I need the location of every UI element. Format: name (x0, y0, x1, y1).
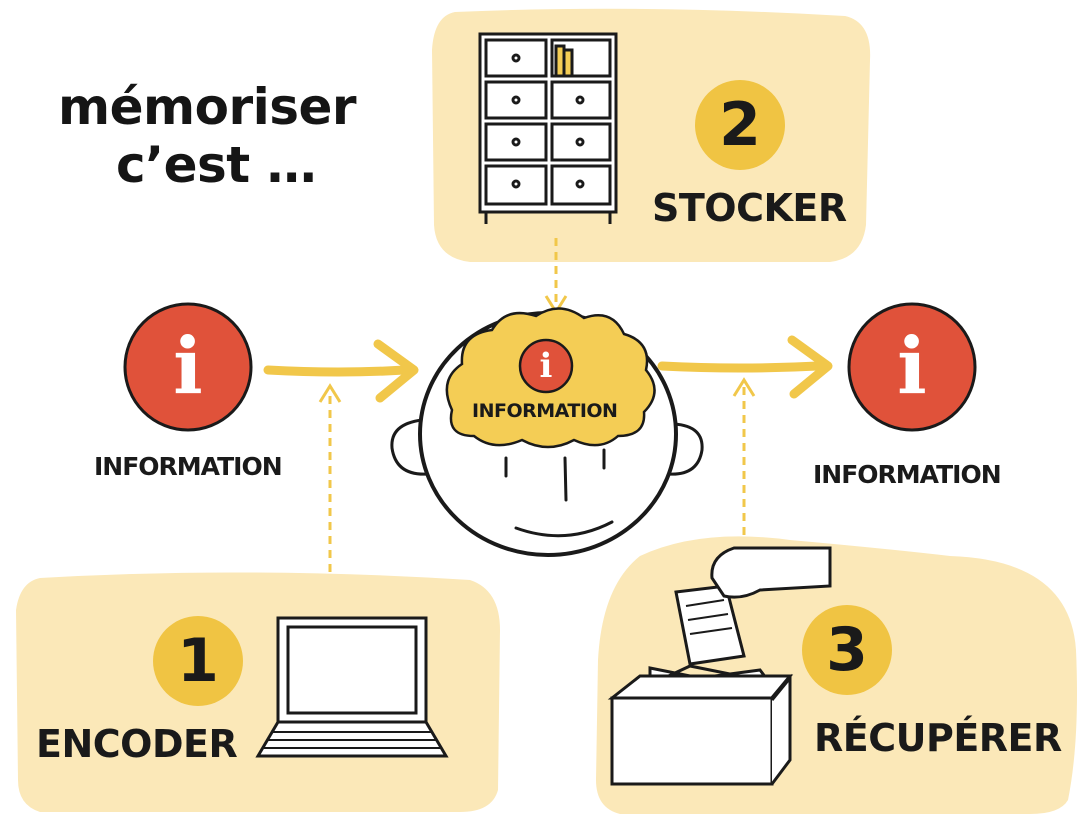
arrowhead-encode (318, 383, 342, 403)
mouth (514, 520, 614, 538)
step-1-badge (153, 616, 243, 706)
info-label-brain: INFORMATION (472, 400, 618, 422)
info-glyph-right: i (897, 321, 927, 412)
info-icon-right (847, 302, 977, 432)
title-line-1: mémoriser (58, 78, 357, 136)
step-1-label: ENCODER (36, 722, 238, 766)
arrow-in-head (373, 339, 419, 403)
title-line-2: c’est … (116, 136, 317, 194)
arrow-out (657, 361, 823, 373)
arrow-in (263, 365, 410, 377)
page-title: mémoriser c’est … (58, 78, 357, 194)
hand-with-document-icon (674, 546, 832, 666)
step-1-number: 1 (177, 626, 219, 696)
info-glyph-brain: i (539, 346, 553, 386)
info-icon-left (123, 302, 253, 432)
step-2-number: 2 (719, 90, 761, 160)
info-glyph-left: i (173, 321, 203, 412)
arrowhead-retrieve (732, 377, 756, 397)
step-3-badge (802, 605, 892, 695)
cabinet-icon (478, 32, 618, 224)
archive-box-icon (607, 664, 794, 786)
step-2-label: STOCKER (652, 186, 847, 230)
nose (563, 456, 568, 502)
laptop-icon (255, 616, 449, 758)
step-3-label: RÉCUPÉRER (814, 716, 1062, 760)
arrow-out-head (787, 335, 833, 399)
step-3-number: 3 (826, 615, 868, 685)
info-label-right: INFORMATION (813, 460, 1002, 489)
step-2-badge (695, 80, 785, 170)
info-icon-brain (518, 338, 574, 394)
info-label-left: INFORMATION (94, 452, 283, 481)
